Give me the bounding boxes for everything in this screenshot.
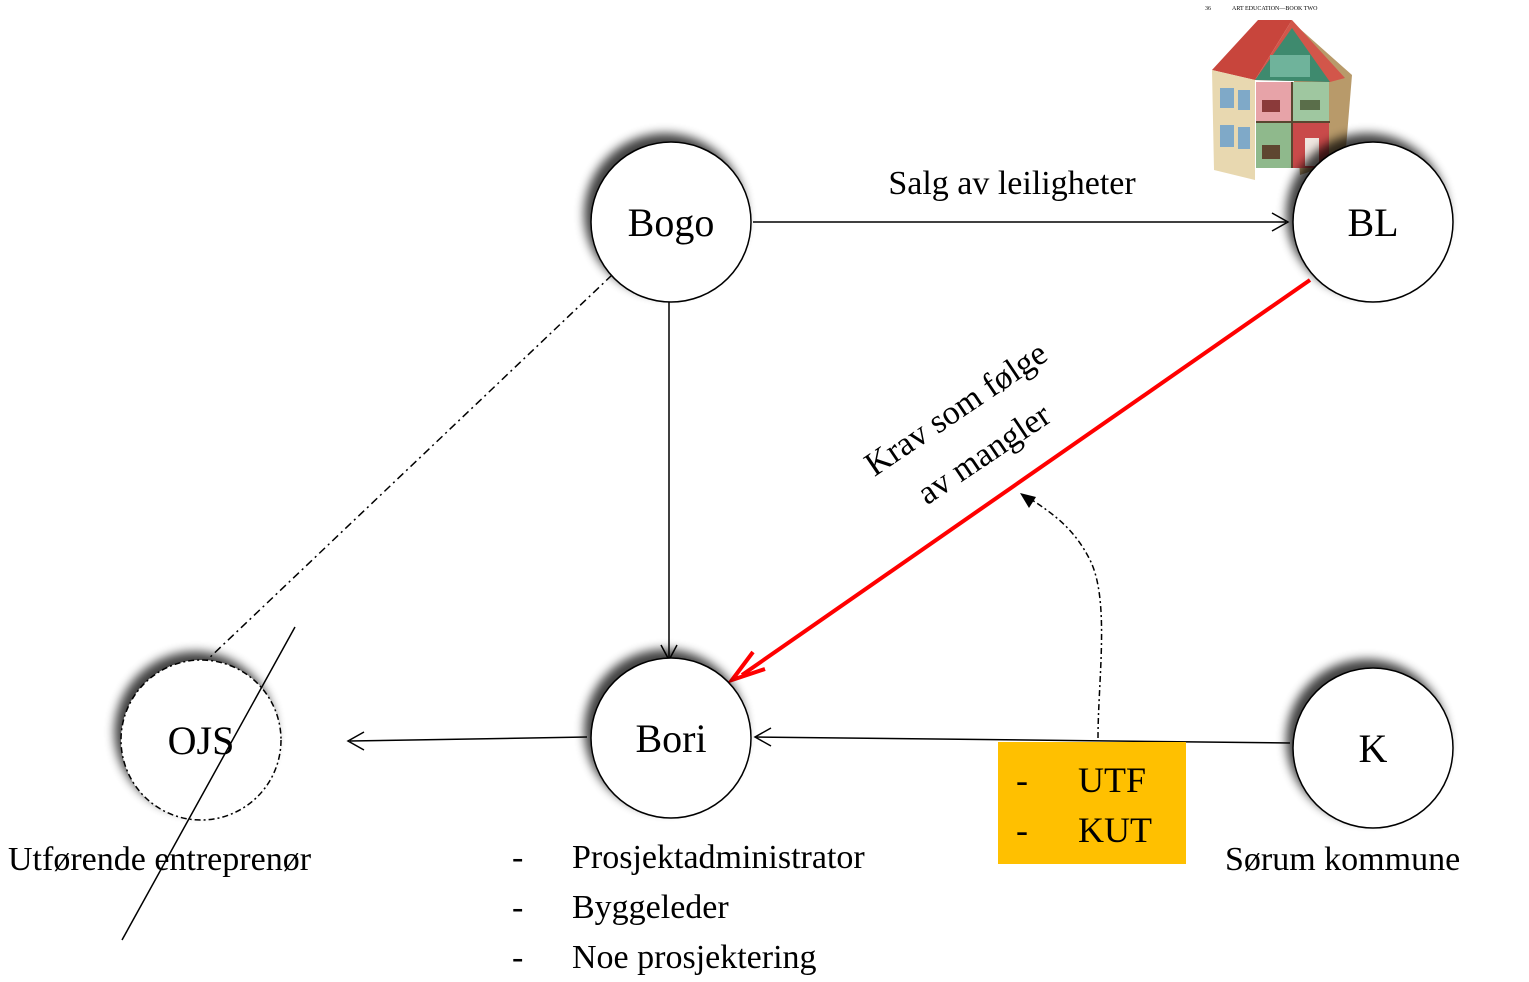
node-bl: BL	[1292, 141, 1454, 303]
edge-bl-to-bori-claim	[726, 278, 1312, 684]
code-bullet-2: -	[1016, 810, 1028, 850]
code-item-utf: UTF	[1078, 760, 1146, 800]
bori-roles-list: - Prosjektadministrator - Byggeleder - N…	[512, 839, 865, 976]
codes-to-claim-dashed-arrow	[1020, 493, 1103, 739]
edge-label-sales: Salg av leiligheter	[888, 165, 1136, 202]
house-page-number: 36	[1205, 6, 1211, 12]
node-bl-label: BL	[1347, 200, 1398, 245]
node-k: K	[1292, 667, 1454, 829]
node-k-label: K	[1359, 726, 1388, 771]
caption-k: Sørum kommune	[1225, 841, 1460, 878]
node-bogo-label: Bogo	[628, 200, 715, 245]
edge-bogo-to-bl	[753, 212, 1290, 232]
node-ojs: OJS	[120, 659, 282, 821]
role-bullet-3: -	[512, 939, 523, 976]
bogo-ojs-dashdot-line	[204, 274, 613, 663]
codes-box: - UTF - KUT	[998, 742, 1186, 864]
role-item-2: Byggeleder	[572, 889, 729, 926]
edge-bogo-to-bori	[660, 298, 678, 662]
role-bullet-2: -	[512, 889, 523, 926]
role-bullet-1: -	[512, 839, 523, 876]
caption-ojs: Utførende entreprenør	[8, 841, 312, 878]
ojs-strikethrough-line	[121, 626, 296, 941]
code-item-kut: KUT	[1078, 810, 1152, 850]
role-item-1: Prosjektadministrator	[572, 839, 865, 876]
node-bori-label: Bori	[635, 716, 706, 761]
edge-bori-to-ojs	[346, 731, 588, 751]
code-bullet-1: -	[1016, 760, 1028, 800]
edge-k-to-bori	[753, 727, 1291, 747]
codes-box-background	[998, 742, 1186, 864]
node-bogo: Bogo	[590, 141, 752, 303]
node-bori: Bori	[590, 657, 752, 819]
house-illustration: 36 ART EDUCATION—BOOK TWO	[1205, 6, 1352, 180]
house-header-text: ART EDUCATION—BOOK TWO	[1232, 6, 1318, 12]
role-item-3: Noe prosjektering	[572, 939, 817, 976]
